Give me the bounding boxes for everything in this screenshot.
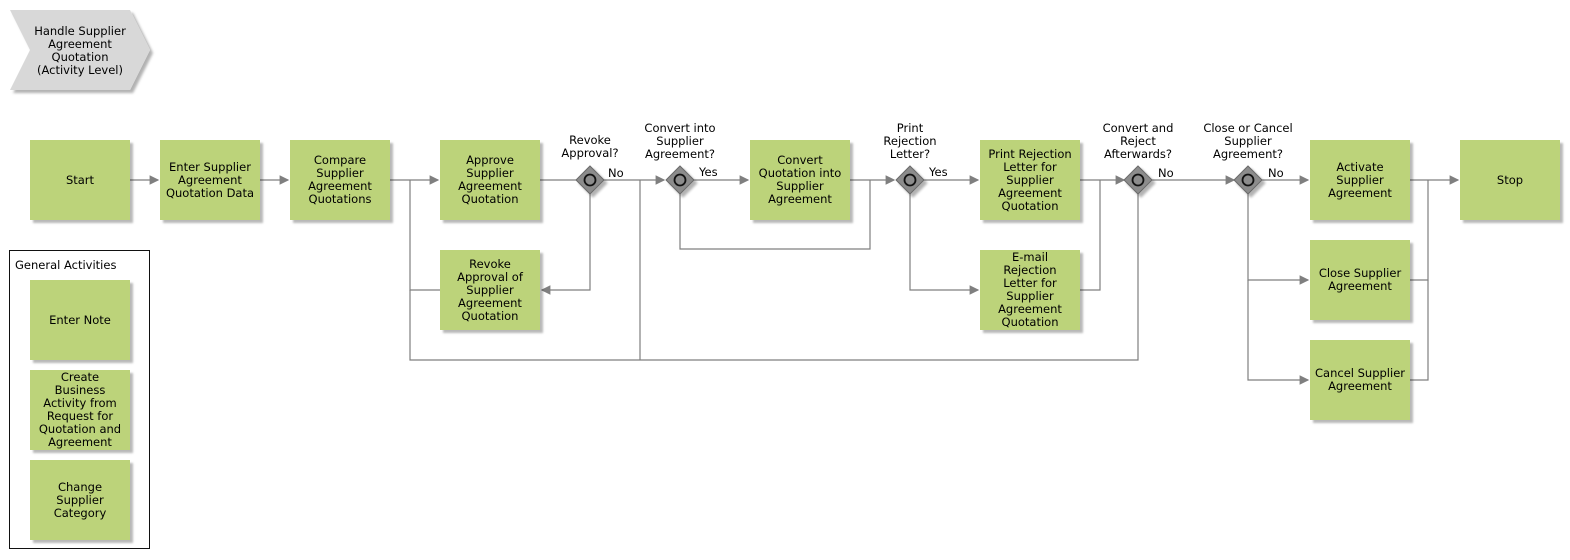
- activity-cancel-agreement[interactable]: Cancel Supplier Agreement: [1310, 340, 1410, 420]
- flow-gw2-skip: [679, 180, 871, 250]
- activity-convert-quotation[interactable]: Convert Quotation into Supplier Agreemen…: [750, 140, 850, 220]
- edge-label-convert-reject-no: No: [1158, 166, 1174, 180]
- activity-enter-quotation-data[interactable]: Enter Supplier Agreement Quotation Data: [160, 140, 260, 220]
- gateway-label-convert: Convert into Supplier Agreement?: [644, 121, 716, 161]
- activity-close-agreement[interactable]: Close Supplier Agreement: [1310, 240, 1410, 320]
- gateway-label-close-cancel: Close or Cancel Supplier Agreement?: [1203, 121, 1293, 161]
- activity-approve-quotation[interactable]: Approve Supplier Agreement Quotation: [440, 140, 540, 220]
- activity-activate-agreement[interactable]: Activate Supplier Agreement: [1310, 140, 1410, 220]
- gateway-label-convert-reject: Convert and Reject Afterwards?: [1102, 121, 1174, 161]
- general-activity-create-business-activity[interactable]: Create Business Activity from Request fo…: [30, 370, 130, 450]
- sequence-flows: [130, 175, 1460, 385]
- flow-gw3-email: [909, 194, 980, 295]
- edge-label-print-yes: Yes: [929, 165, 948, 179]
- flow-gw5-cancel: [1247, 280, 1310, 385]
- gateway-label-print: Print Rejection Letter?: [883, 121, 937, 161]
- gateway-close-cancel[interactable]: [1233, 165, 1263, 195]
- activity-compare-quotations[interactable]: Compare Supplier Agreement Quotations: [290, 140, 390, 220]
- activity-stop[interactable]: Stop: [1460, 140, 1560, 220]
- activity-email-rejection-letter[interactable]: E-mail Rejection Letter for Supplier Agr…: [980, 250, 1080, 330]
- general-activities-title: General Activities: [15, 258, 117, 272]
- general-activities-panel: [9, 250, 150, 549]
- gateway-convert-reject[interactable]: [1123, 165, 1153, 195]
- edge-label-revoke-no: No: [608, 166, 624, 180]
- activity-revoke-approval[interactable]: Revoke Approval of Supplier Agreement Qu…: [440, 250, 540, 330]
- flow-revoke-back: [409, 180, 440, 291]
- flow-gw5-close: [1247, 194, 1310, 285]
- general-activity-change-supplier-category[interactable]: Change Supplier Category: [30, 460, 130, 540]
- edge-label-close-cancel-no: No: [1268, 166, 1284, 180]
- flow-gw1-revoke: [540, 194, 591, 295]
- edge-label-convert-yes: Yes: [699, 165, 718, 179]
- process-title: Handle Supplier Agreement Quotation (Act…: [34, 24, 126, 77]
- general-activity-enter-note[interactable]: Enter Note: [30, 280, 130, 360]
- activity-print-rejection-letter[interactable]: Print Rejection Letter for Supplier Agre…: [980, 140, 1080, 220]
- flow-gw4-loop: [409, 194, 1139, 361]
- gateway-revoke[interactable]: [575, 165, 605, 195]
- gateway-print[interactable]: [895, 165, 925, 195]
- gateway-label-revoke: Revoke Approval?: [561, 133, 619, 160]
- flow-cancel-stop: [1410, 280, 1429, 381]
- gateway-convert[interactable]: [665, 165, 695, 195]
- process-chevron: [10, 10, 150, 90]
- activity-start[interactable]: Start: [30, 140, 130, 220]
- flow-email-gw4: [1080, 180, 1101, 291]
- flow-close-stop: [1410, 180, 1429, 281]
